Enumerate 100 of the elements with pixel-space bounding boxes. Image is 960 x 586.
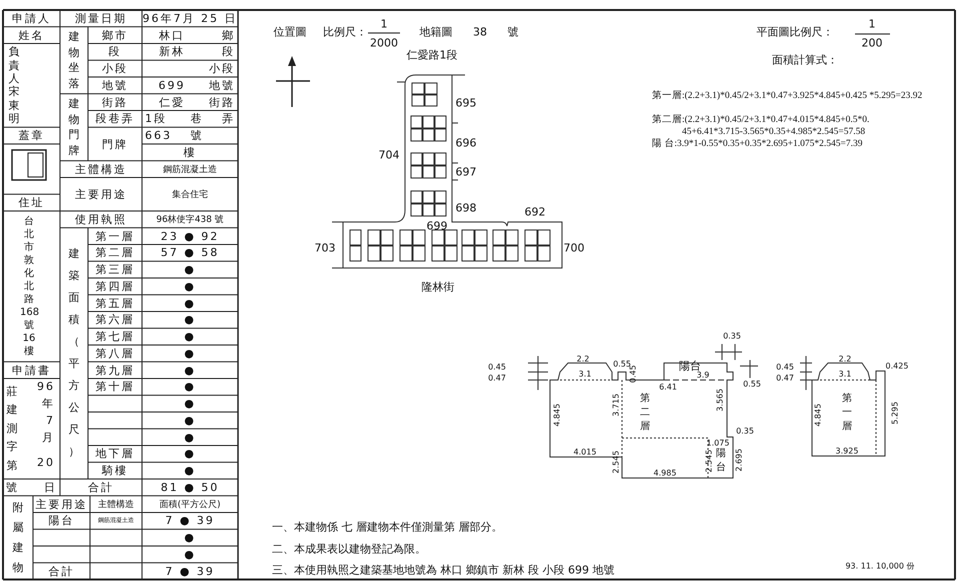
field-label: 弄: [222, 111, 235, 126]
field-value: 新林: [159, 44, 185, 60]
field-value: ●: [184, 531, 196, 544]
lot-number: 695: [456, 96, 476, 110]
field-label: 街路: [209, 94, 235, 110]
field-value: 699: [158, 78, 186, 92]
field-label: 號: [6, 480, 19, 495]
lot-number: 699: [426, 220, 448, 232]
field-label: 主體構造: [98, 498, 134, 511]
field-value: ●: [184, 296, 196, 310]
field-label: 陽台: [48, 513, 74, 528]
field-value: 林口: [159, 28, 185, 43]
lot-number: 696: [456, 136, 476, 150]
dimension-value: 0.35: [723, 332, 741, 340]
street-name: 仁愛路1段: [406, 48, 458, 62]
field-value: 57 ● 58: [160, 246, 220, 260]
field-label: 街路: [102, 94, 128, 110]
field-label: 段巷弄: [96, 111, 134, 126]
dimension-value: 6.41: [659, 382, 677, 392]
field-value: ●: [184, 330, 196, 344]
dimension-value: 3.1: [838, 370, 852, 378]
scale-value: 1: [868, 18, 876, 30]
dimension-value: 2.545: [612, 450, 620, 474]
street-name: 隆林街: [422, 280, 454, 294]
dimension-value: 0.45: [628, 365, 638, 383]
field-value: 81 ● 50: [160, 480, 220, 494]
field-label: 小段: [209, 61, 235, 76]
field-label: 住址: [18, 195, 44, 210]
field-label: 第二層: [96, 245, 134, 260]
field-label: 第三層: [96, 262, 134, 278]
field-label: 附屬建物: [12, 500, 24, 576]
room-label: 陽台: [716, 447, 726, 475]
dimension-value: 3.715: [612, 394, 620, 416]
dimension-value: 3.9: [696, 370, 710, 380]
field-label: 主體構造: [75, 162, 127, 177]
field-label: 小段: [102, 61, 128, 76]
note-text: 一、本建物係 七 層建物本件僅測量第 層部分。: [272, 520, 502, 534]
lot-number: 703: [314, 242, 336, 254]
dimension-value: 3.1: [578, 370, 592, 378]
field-value: ●: [184, 397, 196, 410]
field-value: 663: [145, 129, 172, 142]
field-value: 96: [37, 380, 55, 394]
field-label: 巷: [190, 111, 204, 126]
dimension-value: 2.695: [734, 448, 744, 472]
field-value: 負責人宋東明: [8, 45, 20, 126]
field-label: 主要用途: [75, 186, 127, 202]
field-label: 鄉市: [102, 28, 128, 43]
field-value: 鋼筋混凝土造: [163, 164, 217, 176]
field-label: 建物坐落: [68, 28, 80, 92]
field-value: ●: [184, 447, 196, 460]
field-label: 第七層: [96, 329, 134, 344]
field-label: 使用執照: [75, 212, 127, 227]
dimension-value: 3.565: [716, 388, 724, 412]
field-label: 日: [44, 480, 57, 495]
dimension-value: 3.925: [836, 446, 858, 456]
field-value: 仁愛: [159, 94, 185, 110]
field-label: 第十層: [96, 379, 134, 394]
field-value: ●: [184, 464, 196, 478]
field-label: 建物門牌: [68, 96, 80, 159]
field-label: 測量日期: [75, 10, 127, 26]
field-value: 7 ● 39: [165, 564, 215, 578]
map-label: 地籍圖: [420, 24, 452, 40]
field-label: 申請書: [12, 362, 51, 378]
field-label: 段: [108, 44, 122, 60]
field-label: 地下層: [96, 446, 134, 462]
field-label: 姓名: [18, 28, 44, 43]
field-label: 合計: [88, 480, 114, 495]
field-label: 月: [42, 430, 55, 445]
room-label: 第二層: [640, 392, 650, 434]
field-label: 第一層: [96, 228, 134, 244]
area-formula: 第一層:(2.2+3.1)*0.45/2+3.1*0.47+3.925*4.845+0.425 *5.295=23.92: [652, 90, 924, 102]
lot-number: 698: [456, 202, 476, 214]
field-label: 合計: [48, 564, 74, 579]
field-label: 主要用途: [36, 496, 88, 512]
dimension-value: 0.47: [488, 374, 506, 382]
scale-value: 200: [862, 36, 882, 50]
field-value: ●: [184, 430, 196, 444]
field-value: 7: [46, 414, 55, 427]
dimension-value: 4.845: [814, 404, 822, 426]
area-formula: 陽 台:3.9*1-0.55*0.35+0.35*2.695+1.075*2.545=7.39: [652, 138, 864, 150]
field-value: 集合住宅: [172, 188, 208, 201]
field-label: 號: [190, 128, 204, 144]
scale-label: 比例尺：: [323, 24, 367, 40]
field-label: 第五層: [96, 296, 134, 311]
dimension-value: 0.55: [613, 360, 631, 368]
field-label: 第九層: [96, 362, 134, 378]
field-value: ●: [184, 263, 196, 276]
field-label: 地號: [209, 78, 235, 93]
dimension-value: 0.45: [776, 362, 794, 372]
field-value: ●: [184, 380, 196, 394]
field-value: 96林使字438 號: [156, 214, 224, 226]
field-label: 蓋章: [18, 128, 44, 144]
room-label: 第一層: [842, 392, 852, 434]
field-label: 申請人: [12, 10, 51, 26]
field-label: 鄉: [222, 28, 235, 43]
field-label: 第六層: [96, 312, 134, 328]
field-value: 23 ● 92: [160, 230, 220, 243]
dimension-value: 5.295: [890, 402, 900, 424]
dimension-value: 2.2: [576, 354, 590, 364]
scale-value: 1: [380, 18, 388, 30]
